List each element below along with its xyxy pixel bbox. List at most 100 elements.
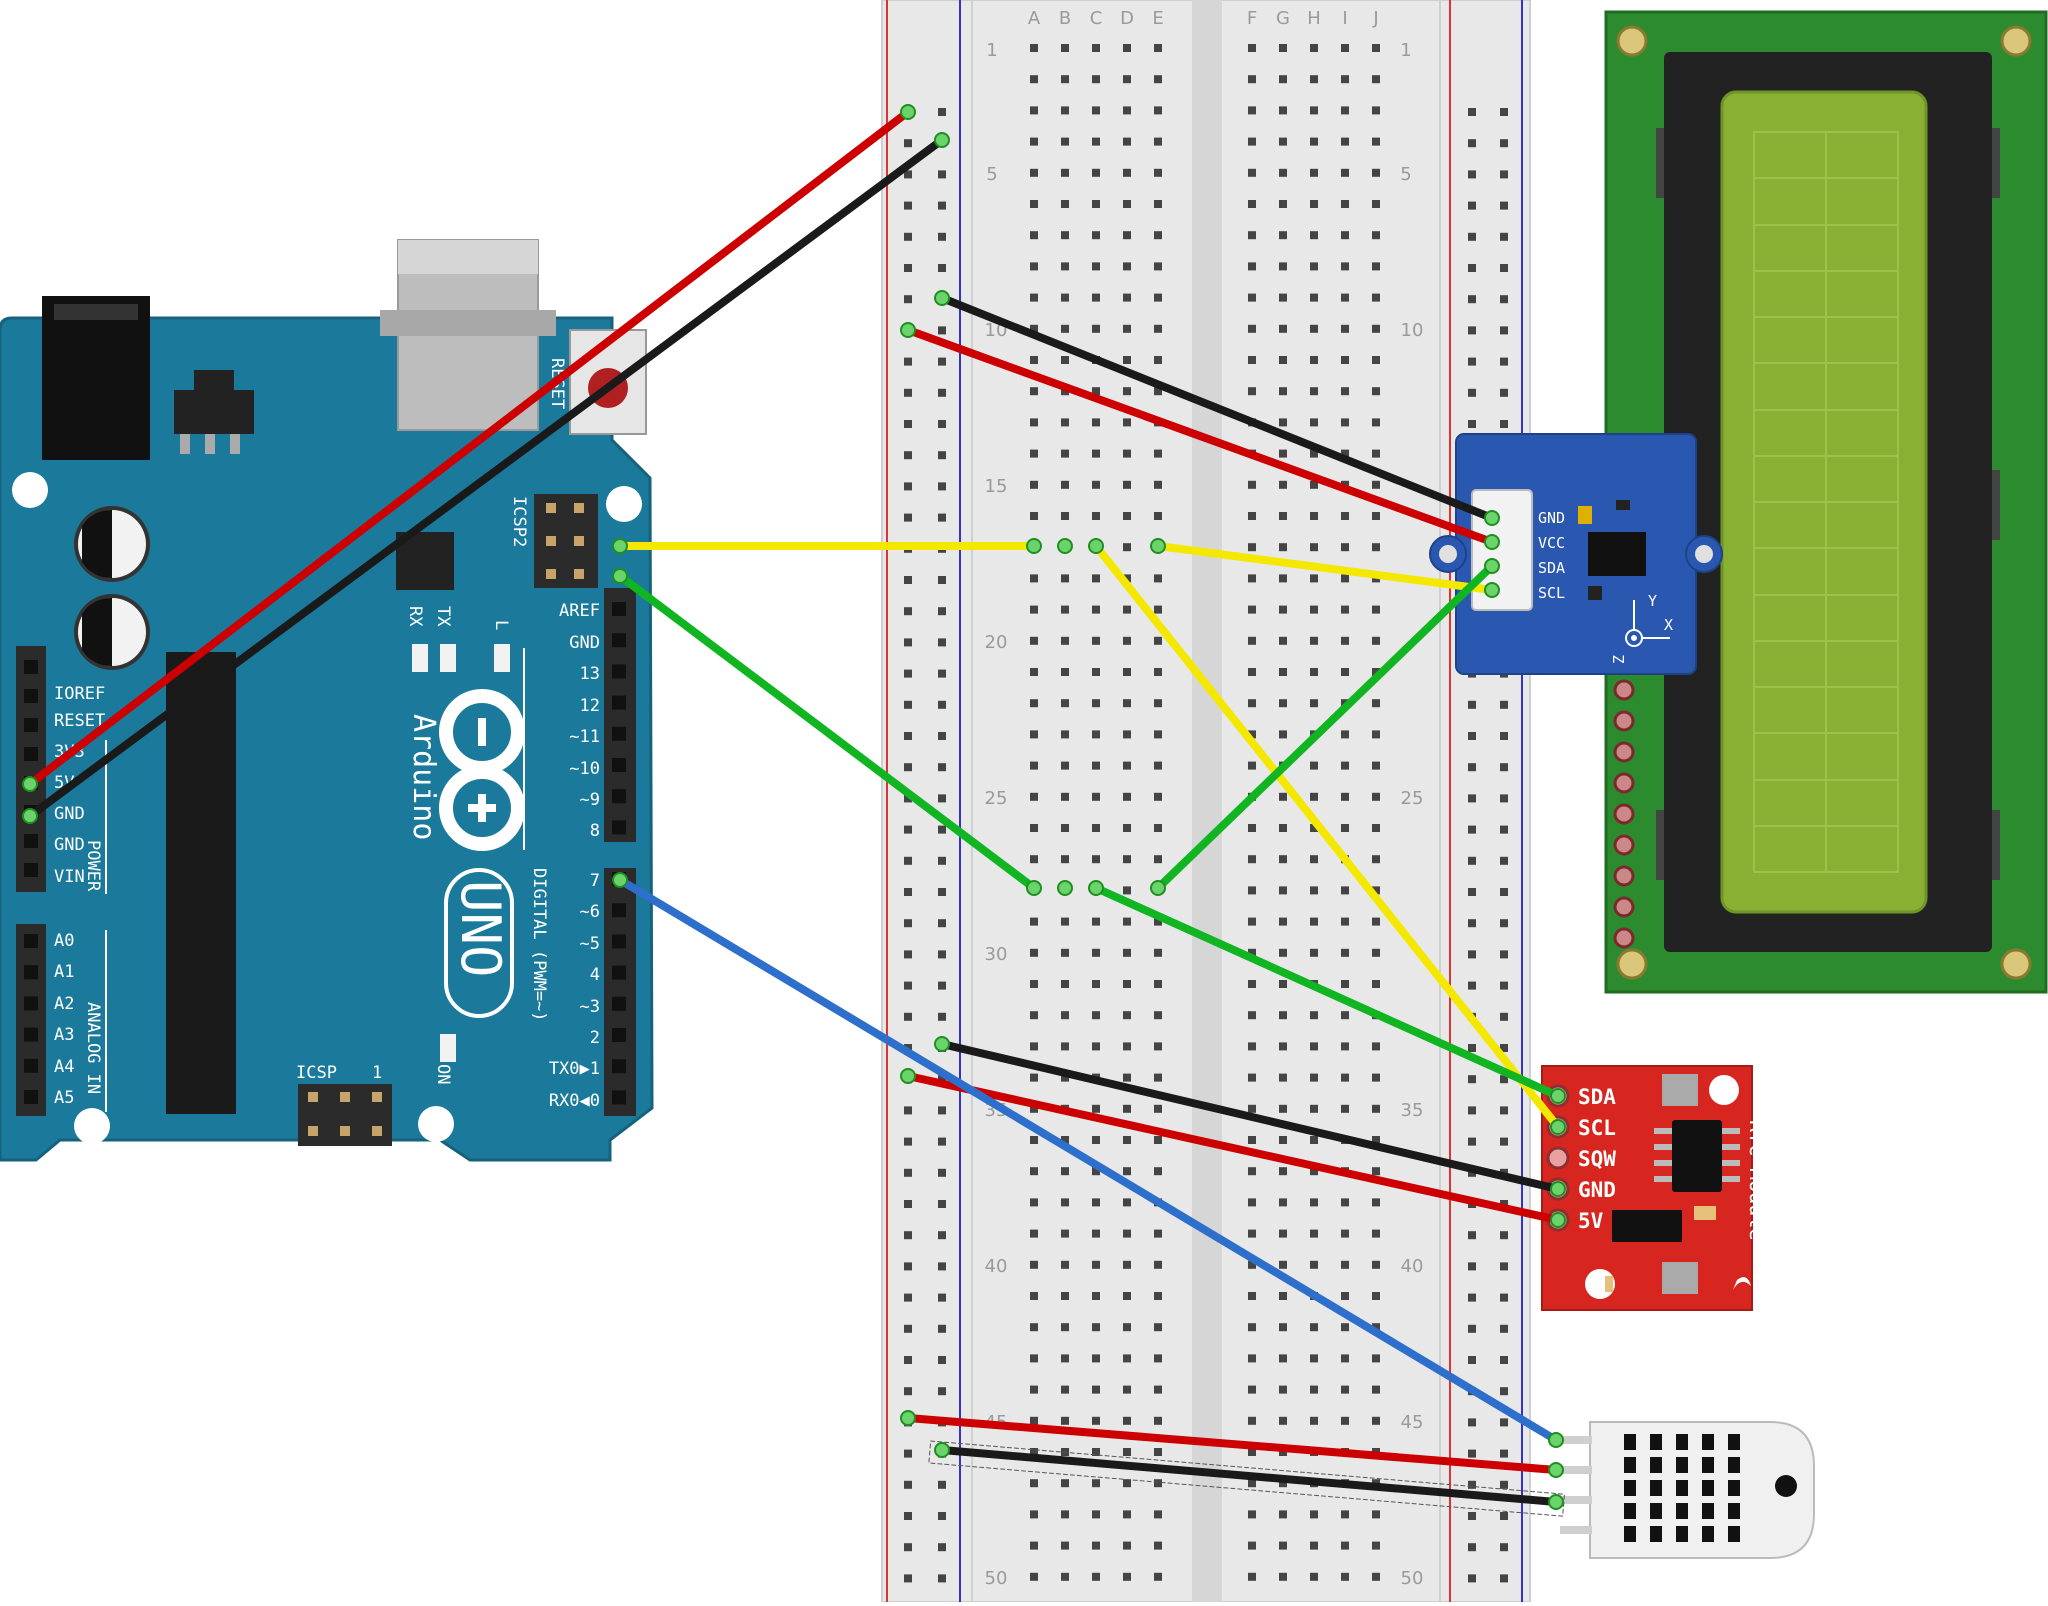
- breadboard-hole: [1030, 480, 1038, 489]
- breadboard-hole: [1123, 44, 1131, 52]
- lcd-pin: [1613, 896, 1635, 918]
- digital-pin-hole: [612, 903, 626, 918]
- rail-hole: [1468, 326, 1476, 335]
- dht-vent-slot: [1624, 1526, 1636, 1542]
- breadboard-hole: [1123, 1260, 1131, 1269]
- breadboard-hole: [1341, 1073, 1349, 1082]
- breadboard-hole: [1279, 792, 1287, 801]
- accel-pin-gnd: GND: [1538, 509, 1565, 527]
- breadboard-hole: [1061, 1260, 1069, 1269]
- power-pin-hole: [24, 747, 38, 761]
- rail-hole: [904, 451, 912, 460]
- rail-hole: [1500, 1574, 1508, 1583]
- digital-pin-hole: [612, 1059, 626, 1074]
- breadboard-hole: [1123, 75, 1131, 84]
- capacitors: [74, 506, 150, 670]
- breadboard-hole: [1030, 1354, 1038, 1363]
- breadboard-hole: [1341, 1510, 1349, 1519]
- breadboard-hole: [1154, 1229, 1162, 1238]
- icsp2-label: ICSP2: [509, 496, 529, 547]
- dht-mount-hole: [1775, 1475, 1797, 1497]
- breadboard-hole: [1310, 574, 1318, 583]
- breadboard-hole: [1248, 574, 1256, 583]
- rail-hole: [1500, 420, 1508, 428]
- pin-label-ioref: IOREF: [54, 684, 105, 704]
- breadboard-hole: [1092, 168, 1100, 177]
- breadboard-hole: [1310, 948, 1318, 957]
- breadboard-hole: [1248, 948, 1256, 957]
- breadboard-hole: [1123, 980, 1131, 988]
- breadboard-hole: [1372, 200, 1380, 208]
- rail-hole: [1500, 201, 1508, 210]
- breadboard-hole: [1030, 137, 1038, 146]
- breadboard-hole: [1030, 792, 1038, 801]
- wire-red-rtc-5v: [904, 1072, 1562, 1224]
- breadboard-hole: [1372, 917, 1380, 926]
- breadboard-hole: [1092, 1354, 1100, 1363]
- breadboard-hole: [1310, 75, 1318, 84]
- rail-hole: [938, 264, 946, 272]
- digital-pin-hole: [612, 934, 626, 949]
- breadboard-hole: [1061, 324, 1069, 333]
- breadboard-hole: [1154, 1416, 1162, 1425]
- dht-vent-slot: [1702, 1480, 1714, 1496]
- rail-hole: [904, 1262, 912, 1271]
- lcd-display-module: [1604, 10, 2048, 994]
- wire-endpoints: [22, 104, 1566, 1510]
- breadboard-hole: [1154, 1479, 1162, 1488]
- rail-hole: [1468, 232, 1476, 241]
- breadboard-hole: [1123, 1104, 1131, 1113]
- pin-label-gnd: GND: [569, 633, 600, 653]
- breadboard-hole: [1154, 356, 1162, 364]
- breadboard-hole: [1279, 75, 1287, 84]
- rtc-pin-gnd: GND: [1578, 1178, 1616, 1202]
- breadboard-hole: [1061, 948, 1069, 957]
- breadboard-hole: [1061, 1136, 1069, 1144]
- breadboard-hole: [1030, 1167, 1038, 1176]
- breadboard-hole: [1092, 75, 1100, 84]
- breadboard-hole: [1030, 1323, 1038, 1332]
- breadboard-hole: [1372, 324, 1380, 333]
- pin-label-7: 7: [590, 871, 600, 891]
- rail-hole: [1468, 1480, 1476, 1489]
- rail-hole: [1468, 1574, 1476, 1583]
- breadboard-hole: [1030, 1042, 1038, 1051]
- icsp-pin1-label: 1: [372, 1063, 382, 1083]
- rail-hole: [904, 1012, 912, 1021]
- breadboard-hole: [1248, 980, 1256, 988]
- breadboard-hole: [1310, 1042, 1318, 1051]
- breadboard-hole: [1061, 1323, 1069, 1332]
- breadboard-hole: [1061, 1572, 1069, 1581]
- breadboard-hole: [1310, 262, 1318, 271]
- power-pin-hole: [24, 863, 38, 877]
- breadboard-hole: [1154, 699, 1162, 708]
- breadboard-hole: [1279, 948, 1287, 957]
- rail-hole: [938, 576, 946, 584]
- breadboard-hole: [1061, 1541, 1069, 1550]
- breadboard-hole: [1279, 574, 1287, 583]
- rail-hole: [1500, 388, 1508, 397]
- analog-pin-hole: [24, 1058, 38, 1073]
- breadboard-hole: [1248, 761, 1256, 770]
- rail-hole: [1468, 1418, 1476, 1427]
- breadboard-hole: [1372, 1572, 1380, 1581]
- rail-hole: [904, 1543, 912, 1552]
- breadboard-hole: [1248, 480, 1256, 489]
- breadboard-hole: [1279, 1167, 1287, 1176]
- breadboard-hole: [1061, 605, 1069, 614]
- breadboard-hole: [1154, 917, 1162, 926]
- breadboard-hole: [1123, 636, 1131, 645]
- rail-hole: [904, 1231, 912, 1240]
- rtc-chip-legs: [1654, 1128, 1740, 1182]
- breadboard-hole: [1030, 605, 1038, 614]
- axis-label-z: Z: [1610, 655, 1628, 664]
- breadboard-hole: [1341, 44, 1349, 52]
- breadboard-hole: [1341, 824, 1349, 832]
- rail-hole: [1468, 1044, 1476, 1052]
- breadboard-hole: [1248, 1292, 1256, 1300]
- rail-hole: [1500, 1075, 1508, 1084]
- rail-hole: [938, 170, 946, 179]
- breadboard-hole: [1279, 1073, 1287, 1082]
- breadboard-hole: [1154, 231, 1162, 240]
- breadboard-hole: [1123, 231, 1131, 240]
